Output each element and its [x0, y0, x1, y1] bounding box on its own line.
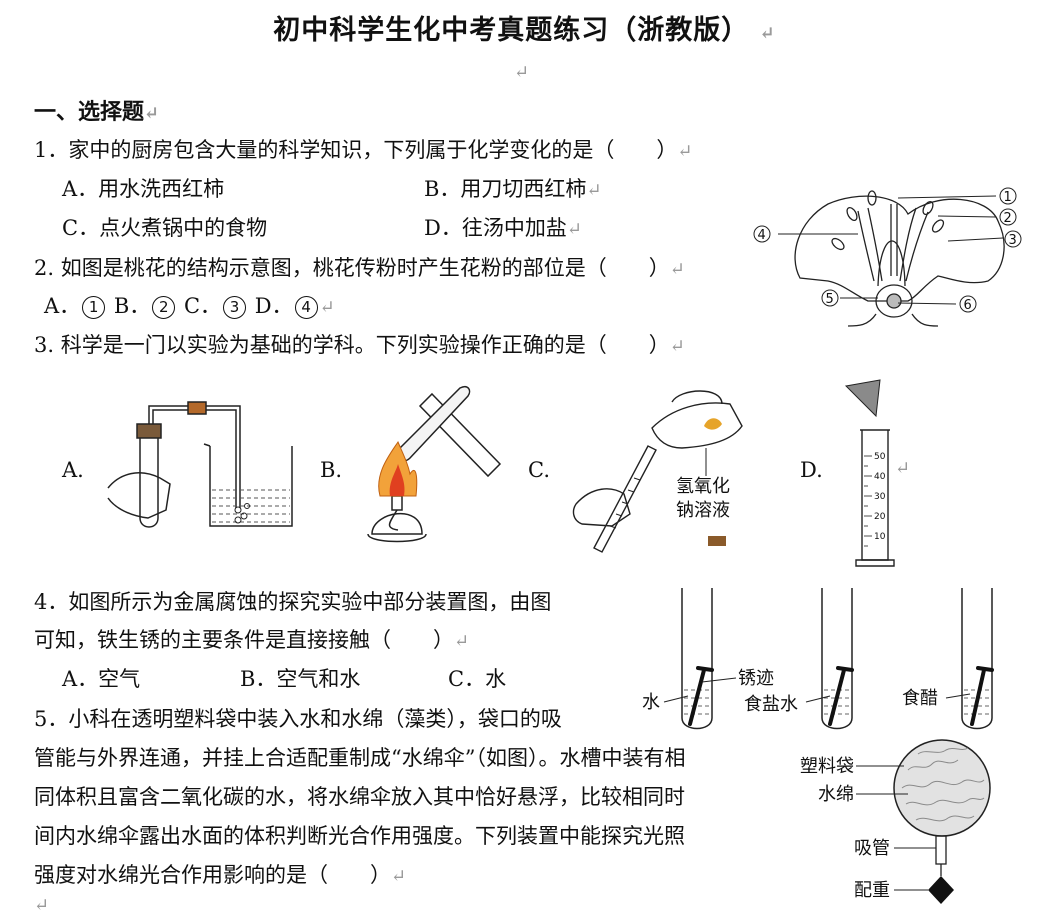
- return-mark: ↵: [144, 103, 160, 124]
- question-2-stem: 2. 如图是桃花的结构示意图，桃花传粉时产生花粉的部位是（ ）↵: [34, 252, 685, 282]
- circled-number: 3: [223, 296, 247, 319]
- return-mark: ↵: [895, 458, 911, 479]
- flower-label-1: 1: [1004, 190, 1012, 205]
- circled-number: 4: [294, 296, 318, 319]
- rusting-test-tubes-figure: 锈迹 水 食盐水 食醋: [640, 584, 1020, 734]
- pouring-liquid-figure: 氢氧化 钠溶液: [572, 386, 752, 556]
- cylinder-tick-40: 40: [874, 472, 886, 482]
- return-mark: ↵: [669, 336, 685, 357]
- question-5-line-3: 同体积且富含二氧化碳的水，将水绵伞放入其中恰好悬浮，比较相同时: [34, 785, 685, 809]
- flower-label-4: 4: [758, 228, 766, 243]
- return-mark: ↵: [566, 219, 582, 240]
- label-vinegar: 食醋: [902, 688, 938, 709]
- q2-option-letter: A．: [44, 294, 81, 318]
- return-mark: ↵: [586, 180, 602, 201]
- question-5-line-5: 强度对水绵光合作用影响的是（ ）↵: [34, 859, 406, 889]
- graduated-cylinder-figure: 50 40 30 20 10: [838, 376, 908, 568]
- q1-option-b: B．用刀切西红柿↵: [424, 173, 602, 203]
- circled-number: 1: [82, 296, 106, 319]
- q1-option-d-text: D．往汤中加盐: [424, 216, 567, 240]
- circled-number: 2: [152, 296, 176, 319]
- water-alga-umbrella-figure: 塑料袋 水绵 吸管 配重: [798, 739, 998, 912]
- question-4-stem-line-1: 4．如图所示为金属腐蚀的探究实验中部分装置图，由图: [34, 590, 552, 614]
- label-salt-water: 食盐水: [744, 694, 798, 715]
- question-5-line-2: 管能与外界连通，并挂上合适配重制成“水绵伞”（如图）。水槽中装有相: [34, 746, 686, 770]
- cylinder-tick-20: 20: [874, 512, 886, 522]
- label-water-alga: 水绵: [818, 784, 854, 805]
- label-water: 水: [642, 692, 660, 713]
- label-rust: 锈迹: [738, 668, 774, 689]
- return-mark: ↵: [454, 631, 470, 652]
- return-mark: ↵: [391, 866, 407, 887]
- return-mark: ↵: [319, 297, 335, 318]
- label-plastic-bag: 塑料袋: [800, 756, 854, 777]
- page-title: 初中科学生化中考真题练习（浙教版） ↵: [0, 8, 1049, 47]
- flower-label-5: 5: [826, 292, 834, 307]
- cylinder-tick-30: 30: [874, 492, 886, 502]
- question-5-line-4: 间内水绵伞露出水面的体积判断光合作用强度。下列装置中能探究光照: [34, 824, 685, 848]
- q1-option-b-text: B．用刀切西红柿: [424, 177, 587, 201]
- label-weight: 配重: [854, 880, 890, 901]
- q2-options: A．1 B．2 C．3 D．4↵: [44, 290, 335, 320]
- q3-label-c: C.: [528, 458, 550, 482]
- cylinder-tick-10: 10: [874, 532, 886, 542]
- q3-label-a: A.: [62, 458, 84, 482]
- return-mark: ↵: [759, 23, 776, 44]
- airtightness-check-figure: [100, 398, 300, 538]
- q4-option-c: C．水: [448, 667, 507, 691]
- question-1-text: 1．家中的厨房包含大量的科学知识，下列属于化学变化的是（ ）: [34, 138, 678, 162]
- return-mark: ↵: [34, 895, 50, 916]
- section-heading-text: 一、选择题: [34, 99, 145, 125]
- question-2-text: 2. 如图是桃花的结构示意图，桃花传粉时产生花粉的部位是（ ）: [34, 256, 670, 280]
- question-4-text: 可知，铁生锈的主要条件是直接接触（ ）: [34, 628, 454, 652]
- q2-option-letter: B．: [113, 294, 151, 318]
- flower-label-2: 2: [1004, 211, 1012, 226]
- flower-label-3: 3: [1009, 233, 1017, 248]
- question-3-text: 3. 科学是一门以实验为基础的学科。下列实验操作正确的是（ ）: [34, 333, 670, 357]
- q3-label-d: D.: [800, 458, 823, 482]
- flower-label-6: 6: [964, 298, 972, 313]
- cylinder-tick-50: 50: [874, 452, 886, 462]
- naoh-label-line-2: 钠溶液: [676, 500, 730, 521]
- question-3-stem: 3. 科学是一门以实验为基础的学科。下列实验操作正确的是（ ）↵: [34, 329, 685, 359]
- q1-option-d: D．往汤中加盐↵: [424, 212, 582, 242]
- q4-option-b: B．空气和水: [240, 667, 361, 691]
- q3-label-b: B.: [320, 458, 343, 482]
- heating-test-tube-figure: [360, 384, 520, 554]
- q1-option-c: C．点火煮锅中的食物: [62, 216, 268, 240]
- question-1-stem: 1．家中的厨房包含大量的科学知识，下列属于化学变化的是（ ）↵: [34, 134, 692, 164]
- question-5-text: 强度对水绵光合作用影响的是（ ）: [34, 863, 391, 887]
- q1-option-a: A．用水洗西红柿: [62, 177, 225, 201]
- return-mark: ↵: [669, 259, 685, 280]
- q2-option-letter: C．: [183, 294, 222, 318]
- return-mark: ↵: [514, 62, 530, 83]
- question-4-stem-line-2: 可知，铁生锈的主要条件是直接接触（ ）↵: [34, 624, 469, 654]
- question-5-line-1: 5．小科在透明塑料袋中装入水和水绵（藻类），袋口的吸: [34, 707, 562, 731]
- naoh-label-line-1: 氢氧化: [676, 476, 730, 497]
- label-straw: 吸管: [854, 838, 890, 859]
- title-text: 初中科学生化中考真题练习（浙教版）: [273, 15, 750, 46]
- peach-flower-figure: 1 2 3 4 5 6: [748, 186, 1028, 327]
- section-heading: 一、选择题↵: [34, 94, 159, 126]
- return-mark: ↵: [677, 141, 693, 162]
- q4-option-a: A．空气: [62, 667, 141, 691]
- q2-option-letter: D．: [254, 294, 293, 318]
